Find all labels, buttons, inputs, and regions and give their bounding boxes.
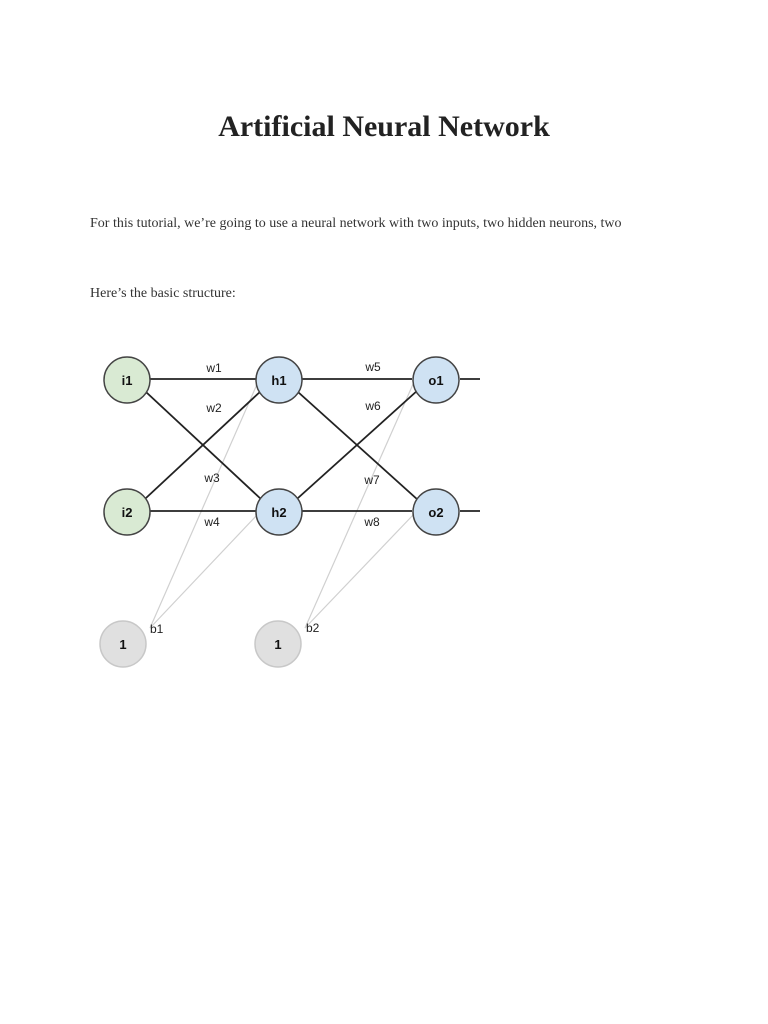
weight-edges	[145, 378, 480, 512]
weight-label-w8: w8	[363, 515, 380, 529]
edge-i1-h2	[145, 391, 263, 501]
output-node-o1	[412, 356, 460, 404]
node-label-h1: h1	[271, 373, 286, 388]
weight-label-w5: w5	[364, 360, 381, 374]
weight-label-w6: w6	[364, 399, 381, 413]
weight-label-w4: w4	[203, 515, 220, 529]
node-label-i1: i1	[122, 373, 133, 388]
weight-label-w7: w7	[363, 473, 380, 487]
edge-h1-o2	[297, 391, 419, 501]
weight-label-w1: w1	[205, 361, 222, 375]
bias-label-b2: b2	[306, 621, 320, 635]
bias-edges	[149, 381, 415, 629]
input-node-i2	[103, 488, 151, 536]
edge-b2-o1	[304, 381, 415, 629]
edge-i2-h1	[145, 389, 263, 499]
edge-b1-h1	[149, 381, 259, 629]
bias-node-2	[254, 620, 302, 668]
node-label-o2: o2	[428, 505, 443, 520]
output-node-o2	[412, 488, 460, 536]
node-label-o1: o1	[428, 373, 443, 388]
node-label-h2: h2	[271, 505, 286, 520]
page-title: Artificial Neural Network	[218, 110, 550, 143]
weight-label-w2: w2	[205, 401, 222, 415]
bias-node-1	[99, 620, 147, 668]
edge-b1-h2	[149, 513, 259, 629]
node-label-bias1: 1	[119, 637, 126, 652]
edge-h2-o1	[297, 389, 419, 499]
structure-paragraph: Here’s the basic structure:	[90, 286, 236, 301]
node-label-i2: i2	[122, 505, 133, 520]
node-label-bias2: 1	[274, 637, 281, 652]
weight-label-w3: w3	[203, 471, 220, 485]
intro-paragraph: For this tutorial, we’re going to use a …	[90, 216, 622, 231]
edge-b2-o2	[304, 513, 415, 629]
input-node-i1	[103, 356, 151, 404]
hidden-node-h1	[255, 356, 303, 404]
hidden-node-h2	[255, 488, 303, 536]
bias-label-b1: b1	[150, 622, 164, 636]
